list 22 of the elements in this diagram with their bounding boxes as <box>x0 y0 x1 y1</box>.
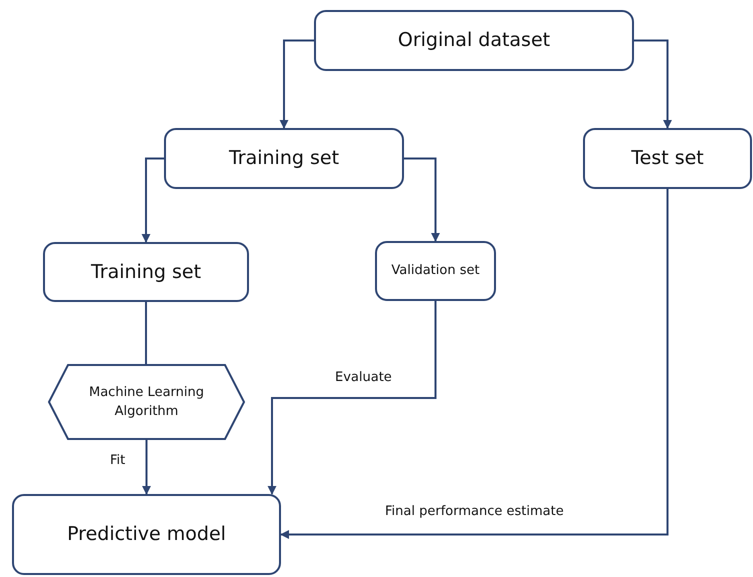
node-text: Original dataset <box>398 28 550 54</box>
process-box <box>12 494 281 575</box>
arrow <box>142 158 164 243</box>
process-box <box>314 10 634 71</box>
arrow <box>280 189 668 539</box>
node-text: Machine Learning Algorithm <box>88 384 205 421</box>
node-text: Predictive model <box>67 522 226 548</box>
process-box <box>164 128 404 189</box>
process-box <box>375 241 496 301</box>
arrow <box>280 40 314 129</box>
process-box <box>43 242 249 302</box>
edge-label: Final performance estimate <box>383 504 566 519</box>
node-text: Validation set <box>391 262 480 280</box>
arrow <box>634 40 672 129</box>
process-box <box>583 128 752 189</box>
arrow <box>404 158 440 242</box>
node-text: Test set <box>631 146 704 172</box>
arrow <box>142 440 151 495</box>
process-hexagon <box>48 364 245 440</box>
arrow <box>268 301 436 495</box>
node-text: Training set <box>228 146 340 172</box>
node-text: Training set <box>90 260 202 285</box>
